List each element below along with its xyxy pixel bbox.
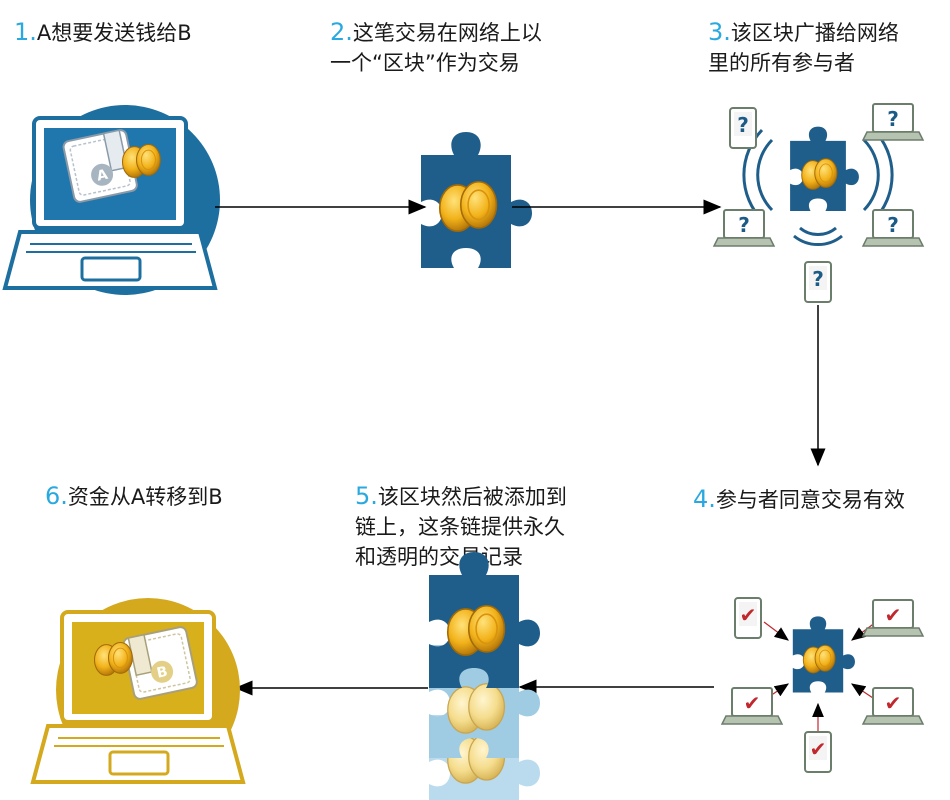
step-4-number: 4. <box>693 485 716 513</box>
step-4-line-1: 参与者同意交易有效 <box>715 488 905 512</box>
step-6-label: 6.资金从A转移到B <box>45 481 223 512</box>
step-1-number: 1. <box>14 18 37 46</box>
step-1-label: 1.A想要发送钱给B <box>14 17 192 48</box>
question-mark-2: ? <box>887 107 899 131</box>
step-3-label: 3.该区块广播给网络 里的所有参与者 <box>708 17 899 78</box>
receiver-badge: B <box>155 664 169 682</box>
step-6-line-1: 资金从A转移到B <box>67 485 223 509</box>
check-mark-1: ✔ <box>740 603 757 627</box>
step-2-line-2: 一个“区块”作为交易 <box>330 51 520 75</box>
block-puzzle-icon <box>421 132 532 268</box>
step-1-line-1: A想要发送钱给B <box>36 21 192 45</box>
step-2-number: 2. <box>330 18 353 46</box>
step-5-line-1: 该区块然后被添加到 <box>377 485 567 509</box>
step-3-number: 3. <box>708 18 731 46</box>
check-mark-5: ✔ <box>810 737 827 761</box>
question-mark-4: ? <box>887 213 899 237</box>
blockchain-chain-icon <box>429 552 540 800</box>
step-6-number: 6. <box>45 482 68 510</box>
step-2-label: 2.这笔交易在网络上以 一个“区块”作为交易 <box>330 17 542 78</box>
step-5-line-3: 和透明的交易记录 <box>355 545 523 569</box>
step-3-line-2: 里的所有参与者 <box>708 51 855 75</box>
step-5-line-2: 链上，这条链提供永久 <box>355 515 565 539</box>
participants-approve-icon: ✔ ✔ ✔ ✔ ✔ <box>721 597 924 773</box>
check-mark-4: ✔ <box>885 691 902 715</box>
question-mark-1: ? <box>737 113 749 137</box>
step-2-line-1: 这笔交易在网络上以 <box>352 21 542 45</box>
step-4-label: 4.参与者同意交易有效 <box>693 484 905 515</box>
check-mark-2: ✔ <box>885 603 902 627</box>
broadcast-network-icon: ? ? ? ? ? <box>713 103 924 303</box>
question-mark-5: ? <box>812 267 824 291</box>
step-5-number: 5. <box>355 482 378 510</box>
sender-badge: A <box>95 167 109 185</box>
question-mark-3: ? <box>738 213 750 237</box>
check-mark-3: ✔ <box>744 691 761 715</box>
receiver-laptop-icon: B <box>30 598 246 784</box>
step-3-line-1: 该区块广播给网络 <box>730 21 899 45</box>
sender-laptop-icon: A <box>2 105 220 295</box>
step-5-label: 5.该区块然后被添加到 链上，这条链提供永久 和透明的交易记录 <box>355 481 567 572</box>
